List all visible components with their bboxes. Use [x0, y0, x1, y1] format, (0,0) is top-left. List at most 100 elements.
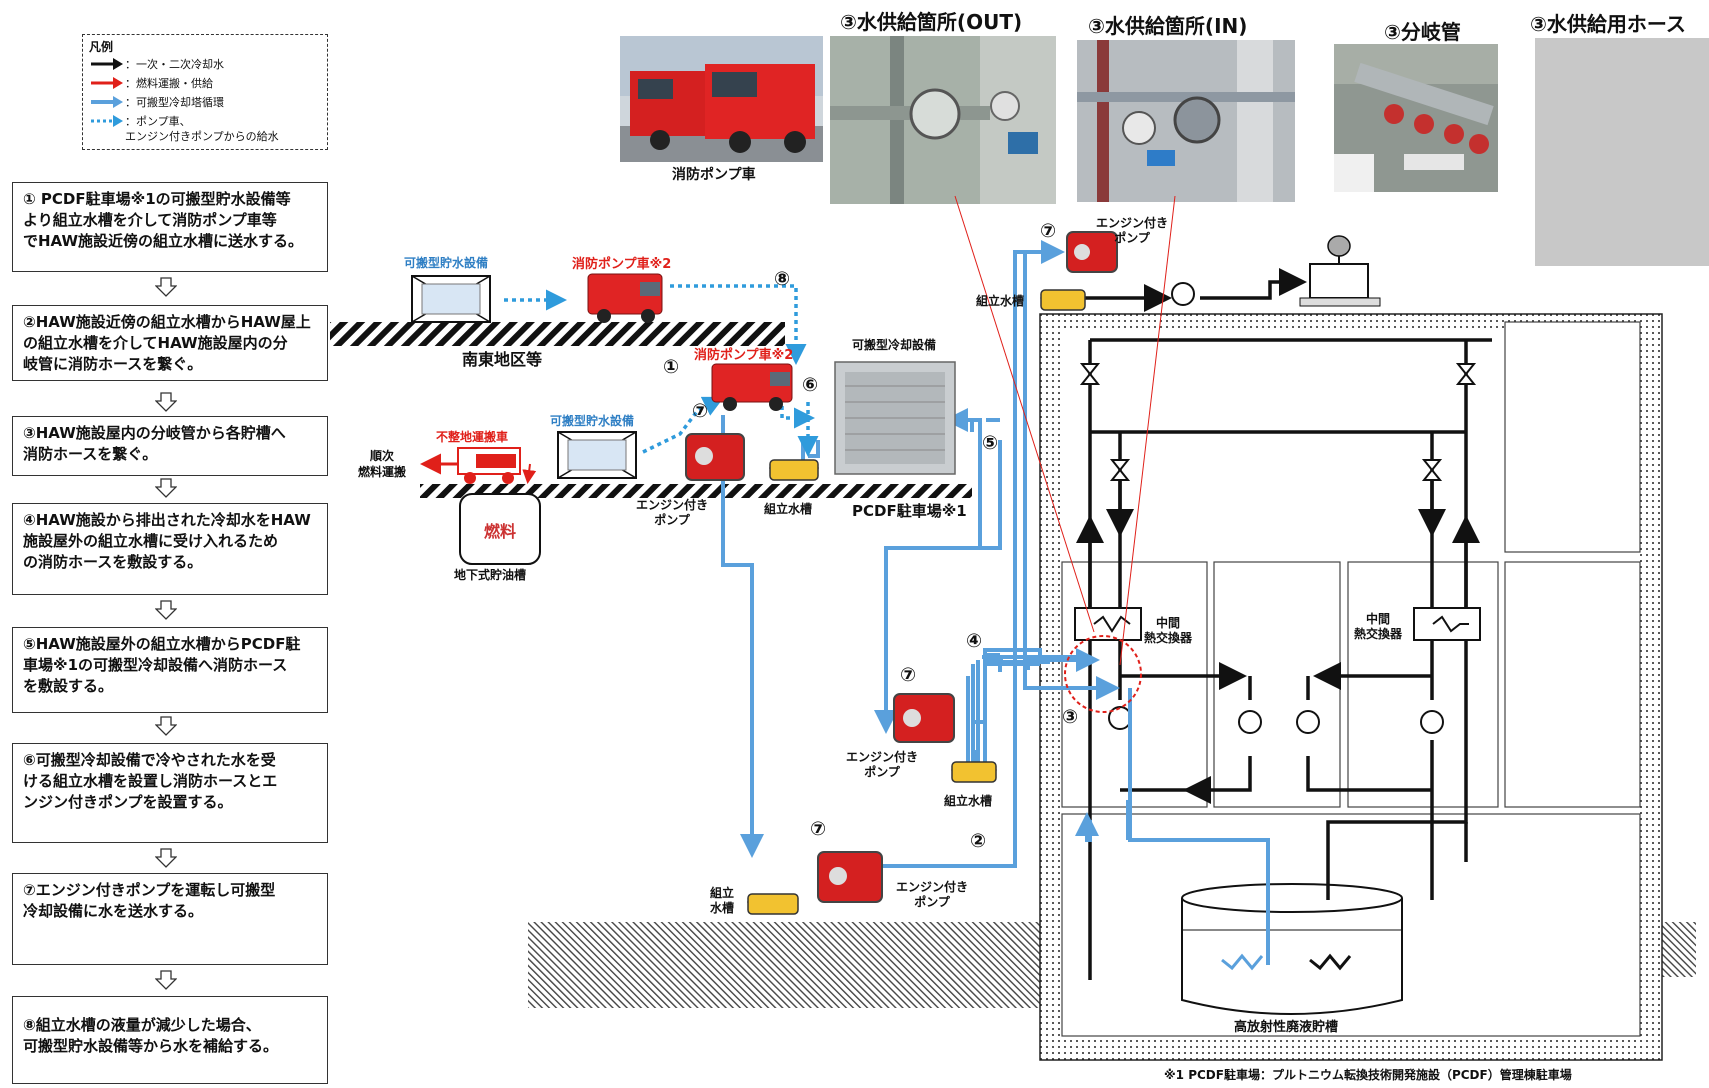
fuel-label: 燃料 — [484, 522, 517, 541]
cooling-coil-black — [1309, 953, 1352, 971]
ground-soil — [528, 922, 1040, 1008]
fire-pump-truck-top — [587, 273, 663, 323]
step-4: ④HAW施設から排出された冷却水をHAW 施設屋外の組立水槽に受け入れるため の… — [12, 503, 328, 595]
step-5: ⑤HAW施設屋外の組立水槽からPCDF駐 車場※1の可搬型冷却設備へ消防ホース … — [12, 627, 328, 713]
down-arrow-icon — [155, 277, 177, 297]
step-8: ⑧組立水槽の液量が減少した場合、 可搬型貯水設備等から水を補給する。 — [12, 996, 328, 1084]
water-supply-in-title: ③水供給箇所(IN) — [1088, 14, 1248, 38]
supply-point-highlight — [1064, 635, 1142, 713]
photo-pointer-out — [954, 195, 1095, 633]
water-supply-out-photo-art — [830, 36, 1056, 204]
branch-pipe-photo — [1334, 44, 1498, 192]
step-number-5: ⑤ — [982, 432, 999, 454]
branch-pipe-title: ③分岐管 — [1384, 20, 1461, 44]
pcdf-parking-label: PCDF駐車場※1 — [852, 502, 967, 520]
engine-pump-right — [893, 693, 955, 743]
fire-truck-caption: 消防ポンプ車 — [672, 167, 756, 183]
step-number-1: ① — [663, 356, 680, 378]
fire-pump-truck-mid — [711, 363, 793, 411]
heat-exchanger-left-label: 中間 熱交換器 — [1144, 616, 1193, 645]
engine-pump-bottom — [817, 851, 883, 903]
photo-pointer-in — [1119, 195, 1176, 666]
assembly-water-tanks — [747, 289, 1086, 915]
down-arrow-icon — [155, 478, 177, 498]
step-2: ②HAW施設近傍の組立水槽からHAW屋上 の組立水槽を介してHAW施設屋内の分 … — [12, 305, 328, 381]
underground-fuel-tank — [459, 493, 541, 565]
haw-storage-tank — [1181, 883, 1403, 1015]
portable-cooling-unit — [834, 361, 956, 475]
heat-exchanger-right — [1413, 607, 1481, 641]
step-number-2: ② — [970, 830, 987, 852]
assembly-tank-label-right: 組立水槽 — [944, 794, 993, 808]
fuel-supply-line — [522, 463, 537, 484]
fire-truck-photo-art — [620, 36, 823, 162]
ground-southeast-area — [330, 322, 785, 346]
fire-pump-truck-label: 消防ポンプ車※2 — [572, 257, 672, 272]
legend-item-fuel: ：燃料運搬・供給 — [89, 76, 321, 95]
blue-arrow-icon — [91, 96, 123, 108]
step-number-6: ⑥ — [802, 374, 819, 396]
circulation-pump-icons — [1108, 282, 1444, 734]
sequential-fuel-label: 順次 燃料運搬 — [358, 449, 407, 479]
water-supply-out-title: ③水供給箇所(OUT) — [840, 10, 1023, 34]
outlet-link — [983, 662, 1040, 772]
step-number-7-right: ⑦ — [900, 664, 917, 686]
engine-pump-label-right: エンジン付き ポンプ — [846, 750, 919, 779]
engine-pump-label-mid: エンジン付き ポンプ — [636, 498, 709, 527]
portable-water-storage-mid-label: 可搬型貯水設備 — [550, 414, 635, 428]
legend-item-primary-secondary-coolant: ：一次・二次冷却水 — [89, 57, 321, 76]
down-arrow-icon — [155, 600, 177, 620]
southeast-area-label: 南東地区等 — [462, 350, 543, 369]
down-arrow-icon — [155, 392, 177, 412]
valve-icons — [1079, 363, 1477, 481]
down-arrow-icon — [155, 970, 177, 990]
step-3: ③HAW施設屋内の分岐管から各貯槽へ 消防ホースを繋ぐ。 — [12, 416, 328, 476]
step-number-4: ④ — [966, 630, 983, 652]
portable-cooling-label: 可搬型冷却設備 — [852, 338, 937, 352]
step-7: ⑦エンジン付きポンプを運転し可搬型 冷却設備に水を送水する。 — [12, 873, 328, 965]
engine-pump-label-bottom: エンジン付き ポンプ — [896, 880, 969, 909]
red-arrow-icon — [91, 77, 123, 89]
legend-item-cooling-tower: ：可搬型冷却塔循環 — [89, 95, 321, 114]
down-arrow-icon — [155, 716, 177, 736]
legend-title: 凡例 — [89, 40, 114, 54]
heat-exchanger-right-label: 中間 熱交換器 — [1354, 612, 1403, 641]
step-number-7-mid: ⑦ — [692, 400, 709, 422]
rough-terrain-vehicle — [457, 447, 521, 484]
down-arrow-icon — [155, 848, 177, 868]
fire-truck-photo — [620, 36, 823, 162]
portable-cooling-loop-lines — [721, 240, 1270, 965]
step-number-7-bottom: ⑦ — [810, 818, 827, 840]
water-supply-out-photo — [830, 36, 1056, 204]
assembly-tank-label-mid: 組立水槽 — [764, 502, 813, 516]
portable-water-storage-top — [411, 275, 491, 323]
roof-cooling-tower — [1299, 235, 1381, 307]
step-number-8: ⑧ — [774, 268, 791, 290]
rough-terrain-vehicle-label: 不整地運搬車 — [436, 430, 509, 444]
underground-tank-label: 地下式貯油槽 — [454, 568, 527, 582]
step-6: ⑥可搬型冷却設備で冷やされた水を受 ける組立水槽を設置し消防ホースとエ ンジン付… — [12, 743, 328, 843]
engine-pump-label-roof: エンジン付き ポンプ — [1096, 216, 1169, 245]
legend-item-pump-supply: ：ポンプ車、 エンジン付きポンプからの給水 — [89, 114, 321, 148]
branch-pipe-photo-art — [1334, 44, 1498, 192]
engine-pump-mid — [685, 433, 745, 481]
heat-exchanger-left — [1074, 607, 1142, 641]
step-1: ① PCDF駐車場※1の可搬型貯水設備等 より組立水槽を介して消防ポンプ車等 で… — [12, 182, 328, 272]
footnote: ※1 PCDF駐車場：プルトニウム転換技術開発施設（PCDF）管理棟駐車場 — [1164, 1068, 1572, 1082]
portable-water-storage-mid — [557, 431, 637, 479]
engine-pump-roof — [1066, 231, 1118, 273]
assembly-tank-label-roof: 組立水槽 — [976, 294, 1025, 308]
legend: 凡例 ：一次・二次冷却水 ：燃料運搬・供給 ：可搬型冷却塔循環 ：ポンプ車、 エ… — [82, 34, 328, 150]
assembly-tank-label-bottom: 組立 水槽 — [710, 886, 735, 915]
step-number-7-roof: ⑦ — [1040, 220, 1057, 242]
dotted-arrow-icon — [91, 115, 123, 127]
pump-truck-supply-lines — [504, 284, 819, 457]
water-supply-in-photo — [1077, 40, 1295, 202]
ground-pcdf-parking — [420, 484, 972, 498]
fire-pump-truck-mid-label: 消防ポンプ車※2 — [694, 348, 794, 363]
haw-tank-label: 高放射性廃液貯槽 — [1234, 1020, 1339, 1035]
water-supply-hose-photo — [1535, 38, 1709, 266]
water-supply-in-photo-art — [1077, 40, 1295, 202]
cooling-coil-blue — [1221, 953, 1264, 971]
